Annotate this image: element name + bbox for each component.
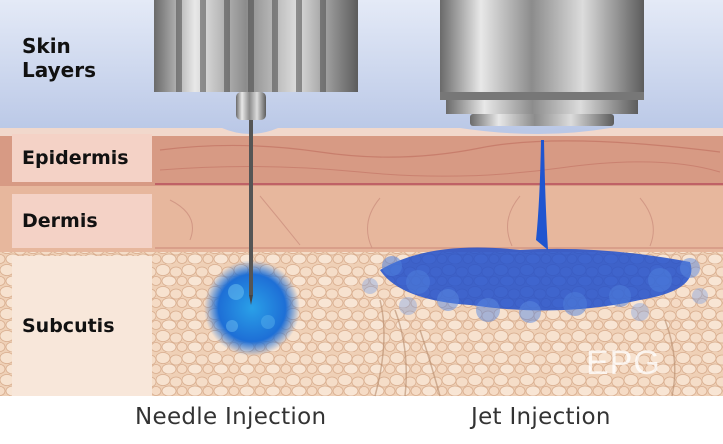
epidermis-label: Epidermis xyxy=(12,134,152,182)
subcutis-label: Subcutis xyxy=(12,256,152,396)
epidermis-text: Epidermis xyxy=(22,146,129,169)
skin-layers-text: Skin Layers xyxy=(22,34,96,82)
jet-injector-icon xyxy=(440,0,644,126)
dermis-label: Dermis xyxy=(12,194,152,248)
needle-medication-bolus xyxy=(204,260,300,356)
needle-syringe-icon xyxy=(154,0,358,305)
jet-stream xyxy=(536,140,548,250)
jet-medication-dispersion xyxy=(362,247,708,323)
jet-injection-caption: Jet Injection xyxy=(471,404,611,430)
epg-watermark-logo: EPG xyxy=(586,344,661,382)
subcutis-text: Subcutis xyxy=(22,314,115,337)
skin-surface xyxy=(0,128,723,136)
needle-injection-caption: Needle Injection xyxy=(135,404,327,430)
dermis-text: Dermis xyxy=(22,209,98,232)
skin-layers-heading: Skin Layers xyxy=(12,14,152,104)
